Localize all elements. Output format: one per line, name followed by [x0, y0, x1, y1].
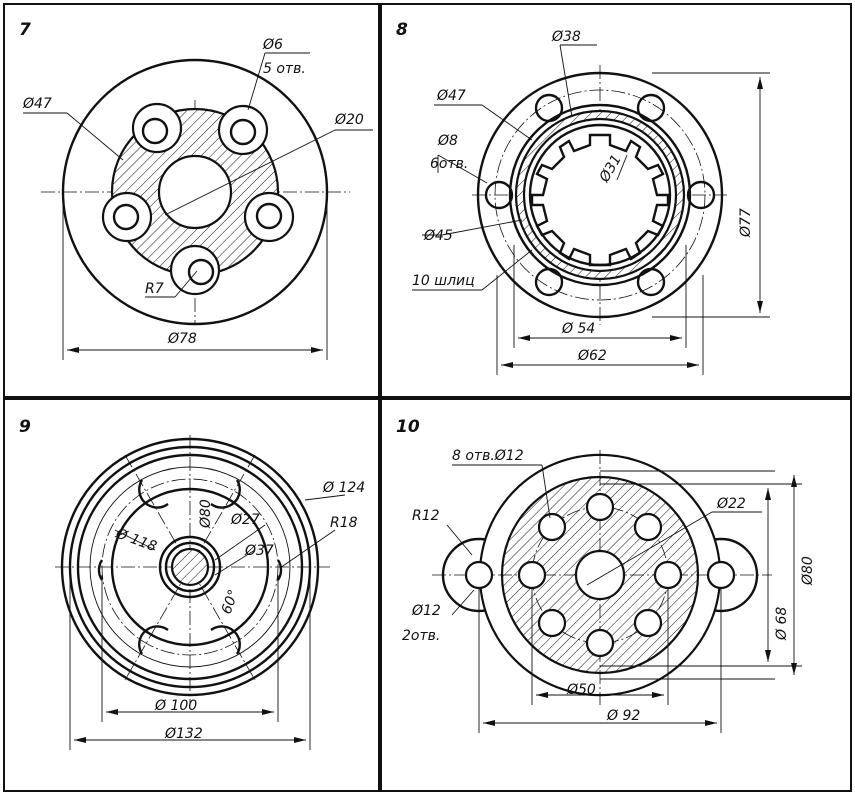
dim-d100: Ø 100: [154, 698, 197, 714]
dim-d47: Ø47: [436, 88, 466, 104]
panel-8-drawing: 8: [396, 20, 770, 375]
holes-count: 6отв.: [430, 156, 468, 172]
panel-number: 9: [19, 417, 31, 437]
panel-10: 10: [380, 398, 852, 792]
ring-inner: [522, 117, 678, 273]
hub-section: [170, 547, 210, 587]
panel-number: 7: [19, 20, 31, 40]
dim-d62: Ø62: [577, 348, 607, 364]
dim-d80: Ø80: [198, 499, 214, 529]
dim-r12: R12: [412, 508, 440, 524]
dim-d80: Ø80: [800, 556, 816, 586]
panel-number: 8: [396, 20, 408, 40]
scallops: [97, 479, 283, 655]
splines-count: 10 шлиц: [412, 273, 475, 289]
dim-d132: Ø132: [164, 726, 203, 742]
dim-d124: Ø 124: [322, 480, 365, 496]
panel-9-drawing: 9: [19, 417, 365, 750]
center-bore: [157, 154, 233, 230]
ring-outer: [508, 103, 692, 287]
dim-d38: Ø38: [551, 29, 581, 45]
spline-profile: [530, 133, 670, 267]
holes: [484, 93, 716, 297]
dim-d92: Ø 92: [606, 708, 640, 724]
dim-d118: Ø 118: [113, 525, 159, 555]
dim-d22: Ø22: [716, 496, 746, 512]
panel-7-drawing: 7: [19, 20, 373, 360]
dim-d77: Ø77: [738, 208, 754, 238]
scallops: [101, 102, 295, 296]
panel-10-drawing: 10: [396, 417, 816, 733]
dim-d68: Ø 68: [774, 607, 790, 641]
panel-8: 8: [380, 3, 852, 398]
dim-d6: Ø6: [262, 37, 283, 53]
dim-d54: Ø 54: [561, 321, 595, 337]
panel-number: 10: [396, 417, 420, 437]
panel-9: 9: [3, 398, 380, 792]
dim-d45: Ø45: [423, 228, 453, 244]
dim-d47: Ø47: [22, 96, 52, 112]
dim-d12: Ø12: [411, 603, 441, 619]
holes-2: 2отв.: [402, 628, 440, 644]
dim-r18: R18: [330, 515, 358, 531]
holes: [112, 117, 283, 286]
dim-d8: Ø8: [437, 133, 458, 149]
dim-r7: R7: [145, 281, 164, 297]
dim-d50: Ø50: [566, 682, 596, 698]
dim-d37: Ø37: [244, 543, 274, 559]
holes-8-d12: 8 отв.Ø12: [452, 448, 524, 464]
panel-7: 7: [3, 3, 380, 398]
dim-d78: Ø78: [167, 331, 197, 347]
angle-60: 60°: [219, 588, 243, 617]
center-bore: [574, 549, 626, 601]
holes-count: 5 отв.: [263, 61, 306, 77]
dim-d20: Ø20: [334, 112, 364, 128]
dim-d27: Ø27: [230, 512, 260, 528]
